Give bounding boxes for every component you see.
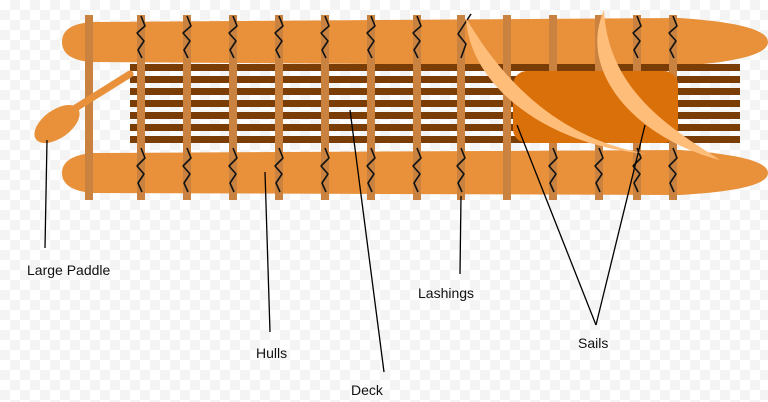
deck-leader xyxy=(349,109,385,373)
crossbeam xyxy=(137,15,145,200)
crossbeam xyxy=(229,15,237,200)
lashing xyxy=(412,147,422,193)
lashing xyxy=(136,147,146,193)
deck-plank xyxy=(130,136,740,143)
lashings-label: Lashings xyxy=(418,285,475,301)
crossbeam xyxy=(85,15,93,200)
sails-leader-right xyxy=(595,124,646,326)
leader-lines xyxy=(44,109,646,373)
deck-label: Deck xyxy=(351,382,383,398)
lashing xyxy=(668,147,678,193)
crossbeam xyxy=(183,15,191,200)
paddle-blade xyxy=(34,104,80,144)
lashing xyxy=(457,13,472,59)
lashing xyxy=(274,15,284,59)
lashing xyxy=(320,15,330,59)
crossbeam xyxy=(457,15,465,200)
lashing xyxy=(594,147,604,193)
lashing xyxy=(456,147,466,193)
lashing xyxy=(320,147,330,193)
lashings xyxy=(136,13,678,193)
deck-plank xyxy=(130,100,740,107)
lashing xyxy=(632,147,642,193)
lashings-leader xyxy=(459,195,462,275)
large-paddle xyxy=(34,70,134,144)
crossbeam xyxy=(321,15,329,200)
crossbeam xyxy=(413,15,421,200)
lashing xyxy=(274,147,284,193)
lashing xyxy=(182,147,192,193)
hulls-label: Hulls xyxy=(256,345,288,361)
hulls-leader xyxy=(264,171,271,333)
deck-plank xyxy=(130,88,740,95)
deck xyxy=(130,64,740,143)
sail-right xyxy=(597,10,720,160)
paddle-leader xyxy=(44,139,48,249)
lashing xyxy=(182,15,192,59)
sails-label: Sails xyxy=(578,335,609,351)
large-paddle-label: Large Paddle xyxy=(27,262,111,278)
deck-plank xyxy=(130,112,740,119)
lashing xyxy=(668,15,678,59)
sails-leader-left xyxy=(516,124,597,326)
sail-left xyxy=(466,18,648,154)
deck-plank xyxy=(130,64,740,71)
lashing xyxy=(366,147,376,193)
lashing xyxy=(548,147,558,193)
deck-plank xyxy=(130,76,740,83)
crossbeam xyxy=(367,15,375,200)
lashing xyxy=(412,15,422,59)
lashing xyxy=(136,15,146,59)
crossbeam xyxy=(503,15,511,200)
deck-plank xyxy=(130,124,740,131)
crossbeam xyxy=(275,15,283,200)
lashing xyxy=(366,15,376,59)
lashing xyxy=(228,15,238,59)
lashing xyxy=(632,15,642,59)
lashing xyxy=(228,147,238,193)
